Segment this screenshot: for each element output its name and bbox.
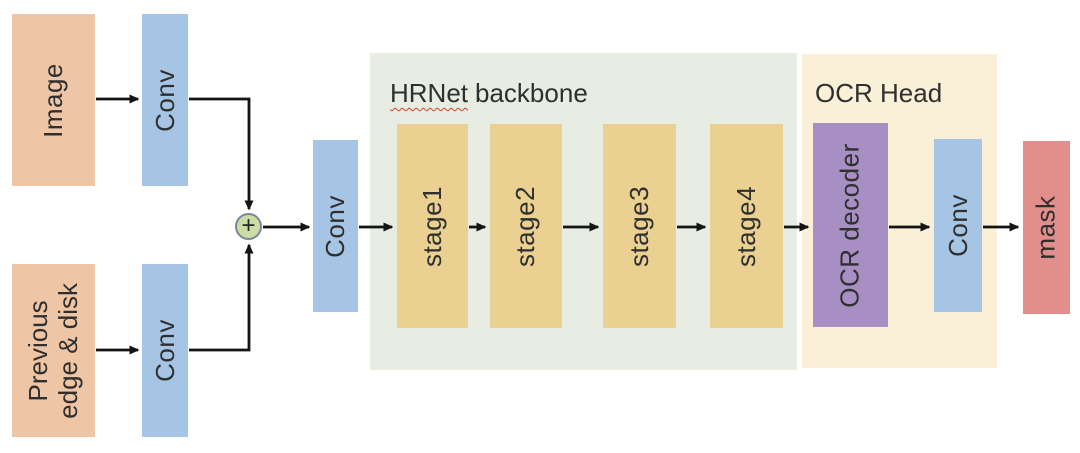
ocr-decoder-box: OCR decoder	[813, 123, 888, 327]
mask-output-box: mask	[1023, 141, 1070, 314]
conv-head-label: Conv	[942, 194, 973, 257]
plus-icon: +	[241, 211, 256, 239]
conv-image-label: Conv	[149, 68, 180, 132]
stage2-label: stage2	[510, 185, 541, 267]
conv-merge-box: Conv	[313, 140, 358, 312]
stage4-label: stage4	[731, 185, 762, 267]
stage4-box: stage4	[710, 124, 783, 328]
conv-image-box: Conv	[142, 14, 188, 186]
mask-label: mask	[1031, 195, 1061, 260]
sum-node: +	[235, 213, 262, 240]
hrnet-title-rest: backbone	[475, 78, 588, 108]
stage3-label: stage3	[624, 185, 655, 267]
previous-label-line2: edge & disk	[52, 282, 83, 419]
ocr-head-title: OCR Head	[815, 78, 943, 108]
conv-head-box: Conv	[934, 139, 982, 312]
image-label: Image	[37, 62, 68, 138]
arrow-conv-previous-to-sum	[189, 243, 254, 352]
hrnet-title-word: HRNet	[390, 78, 469, 108]
conv-previous-box: Conv	[142, 264, 188, 437]
conv-previous-label: Conv	[149, 319, 180, 382]
stage1-box: stage1	[397, 124, 468, 328]
conv-merge-label: Conv	[320, 194, 351, 258]
previous-edge-disk-box: Previous edge & disk	[12, 264, 95, 437]
previous-label-line1: Previous	[22, 299, 53, 402]
arrow-conv-image-to-sum	[189, 97, 254, 211]
stage1-label: stage1	[417, 185, 448, 267]
image-input-box: Image	[12, 14, 95, 186]
previous-edge-disk-label: Previous edge & disk	[22, 282, 84, 419]
stage2-box: stage2	[490, 124, 562, 328]
stage3-box: stage3	[603, 124, 676, 328]
ocr-decoder-label: OCR decoder	[835, 142, 865, 308]
